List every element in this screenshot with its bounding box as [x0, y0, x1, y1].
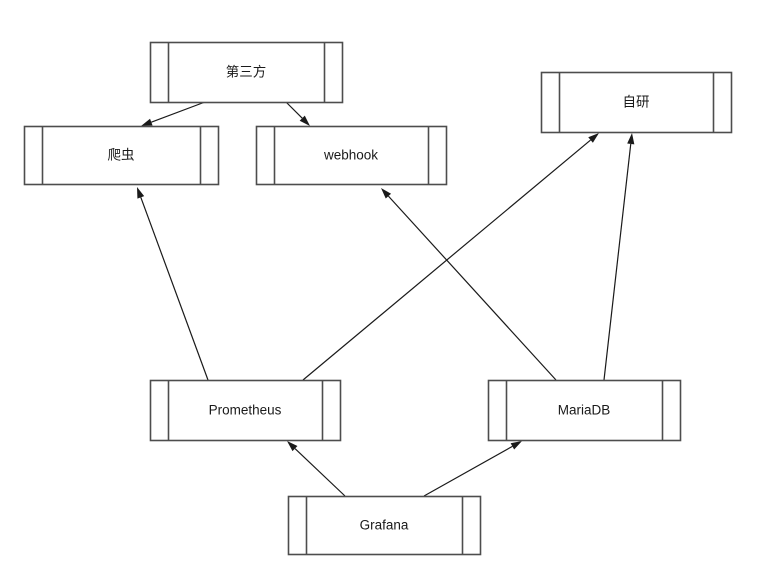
node-label: Grafana [360, 518, 409, 533]
edge-arrowhead [381, 188, 392, 199]
node-body[interactable] [287, 495, 482, 556]
node-mariadb[interactable]: MariaDB [487, 379, 682, 442]
edge-arrowhead [137, 187, 145, 199]
node-grafana[interactable]: Grafana [287, 495, 482, 556]
edge-line [294, 448, 346, 497]
edge-arrowhead [510, 441, 522, 450]
node-webhook[interactable]: webhook [255, 125, 448, 186]
node-body[interactable] [149, 379, 342, 442]
node-label: webhook [323, 148, 378, 163]
node-label: 自研 [623, 95, 650, 110]
edge-arrowhead [627, 133, 635, 145]
node-crawler[interactable]: 爬虫 [23, 125, 220, 186]
node-body[interactable] [149, 41, 344, 104]
edge-arrowhead [141, 118, 153, 126]
edges-layer [137, 101, 635, 497]
edge-mariadb-to-webhook [381, 188, 557, 381]
edge-arrowhead [287, 441, 298, 452]
edge-third-party-to-crawler [141, 101, 206, 126]
edge-arrowhead [588, 133, 599, 143]
edge-mariadb-to-self-built [603, 133, 635, 381]
node-self-built[interactable]: 自研 [540, 71, 733, 134]
node-body[interactable] [540, 71, 733, 134]
node-body[interactable] [23, 125, 220, 186]
node-prometheus[interactable]: Prometheus [149, 379, 342, 442]
edge-arrowhead [299, 115, 310, 126]
edge-line [603, 143, 632, 381]
node-label: MariaDB [558, 403, 611, 418]
edge-grafana-to-prometheus [287, 441, 346, 497]
node-third-party[interactable]: 第三方 [149, 41, 344, 104]
edge-line [285, 101, 303, 119]
edge-line [387, 195, 557, 381]
edge-grafana-to-mariadb [423, 441, 522, 497]
node-body[interactable] [487, 379, 682, 442]
edge-line [151, 101, 206, 123]
node-body[interactable] [255, 125, 448, 186]
node-label: Prometheus [209, 403, 282, 418]
edge-line [423, 445, 513, 497]
node-label: 爬虫 [108, 148, 135, 163]
edge-prometheus-to-crawler [137, 187, 209, 381]
node-label: 第三方 [226, 64, 267, 80]
edge-line [140, 197, 209, 381]
edge-third-party-to-webhook [285, 101, 310, 126]
